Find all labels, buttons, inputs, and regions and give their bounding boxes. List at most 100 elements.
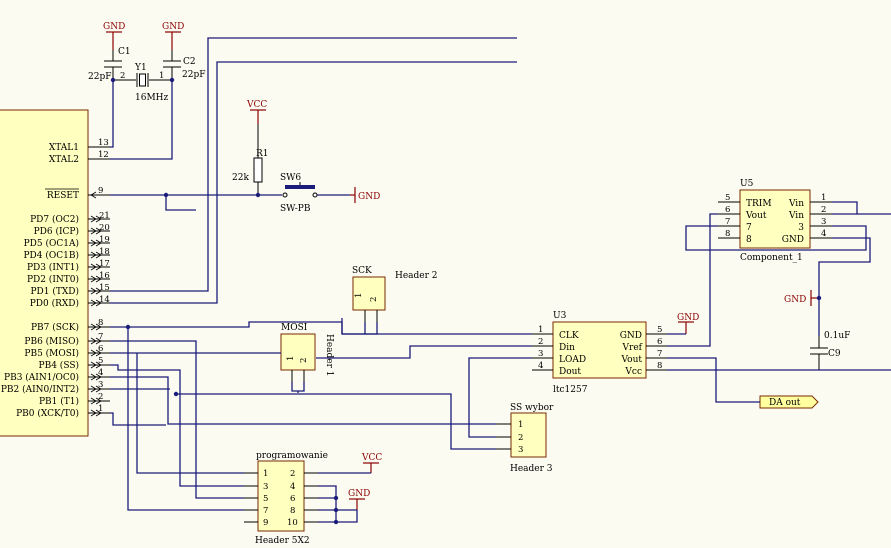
gnd-label: GND bbox=[103, 22, 125, 32]
u3-part: ltc1257 bbox=[553, 385, 588, 395]
header2-designator: SCK bbox=[352, 266, 372, 276]
junction bbox=[125, 324, 131, 330]
header-5x2-programowanie: programowanie Header 5X2 1 2 3 4 5 6 7 8… bbox=[244, 451, 328, 546]
u5-pin-number: 1 bbox=[821, 193, 826, 203]
header5x2-pin: 9 bbox=[263, 518, 268, 528]
wire-mosi-header bbox=[291, 382, 305, 393]
wire-u5-left bbox=[685, 225, 867, 251]
u3-pin-name: Din bbox=[559, 343, 575, 353]
u5-pin-number: 7 bbox=[725, 217, 730, 227]
u5-part: Component_1 bbox=[740, 253, 803, 263]
wire-reset-down bbox=[165, 195, 196, 211]
wire-load bbox=[468, 357, 532, 438]
wire-pd0-bus bbox=[110, 61, 517, 304]
u5-pin-name: GND bbox=[782, 235, 804, 245]
vcc-symbol-r1: VCC bbox=[246, 100, 267, 124]
mcu-pin-name: RESET bbox=[47, 191, 79, 201]
junction bbox=[333, 507, 339, 513]
gnd-symbol-c2: GND bbox=[162, 22, 184, 50]
u5-pin-name: 7 bbox=[746, 223, 752, 233]
wire-pb2 bbox=[110, 388, 496, 450]
mcu-pin-number: 14 bbox=[99, 295, 110, 305]
u5-pin-number: 2 bbox=[821, 205, 826, 215]
header3-title: Header 3 bbox=[510, 464, 553, 474]
vcc-label: VCC bbox=[361, 453, 382, 463]
gnd-symbol-sw: GND bbox=[350, 187, 380, 203]
header5x2-pin: 2 bbox=[290, 469, 295, 479]
u3-pin-number: 7 bbox=[657, 349, 662, 359]
header-3-ss: SS wybor Header 3 1 2 3 bbox=[496, 403, 554, 474]
mcu-pin-number: 19 bbox=[99, 235, 110, 245]
sw6-designator: SW6 bbox=[280, 173, 301, 183]
mcu-pin-number: 4 bbox=[98, 368, 103, 378]
capacitor-c9: 0.1uF C9 bbox=[810, 331, 850, 370]
gnd-symbol-c9: GND bbox=[784, 290, 819, 306]
mcu-pin-name: PD3 (INT1) bbox=[27, 262, 79, 273]
r1-designator: R1 bbox=[256, 149, 269, 159]
u5-pin-name: Vin bbox=[788, 211, 804, 221]
header5x2-pin: 5 bbox=[263, 494, 268, 504]
mcu-pin-name: PB4 (SS) bbox=[39, 360, 79, 371]
mcu-pin-name: PD7 (OC2) bbox=[30, 214, 79, 225]
header5x2-pin: 6 bbox=[290, 494, 295, 504]
mcu-pin-number: 21 bbox=[99, 211, 110, 221]
header5x2-pin: 4 bbox=[290, 482, 295, 492]
u5-pin-number: 3 bbox=[821, 217, 826, 227]
port-da-out: DA out bbox=[759, 395, 819, 409]
mcu-pin-number: 6 bbox=[98, 344, 103, 354]
vcc-symbol-header5x2: VCC bbox=[361, 453, 382, 473]
wire-xtal1 bbox=[110, 80, 114, 148]
u5-pin-name: Vout bbox=[745, 211, 767, 221]
ic-u5: U5 Component_1 TRIM Vout 7 8 5 6 7 8 Vin… bbox=[718, 179, 832, 263]
c1-designator: C1 bbox=[118, 47, 131, 57]
junction bbox=[255, 192, 261, 198]
header5x2-pin: 7 bbox=[263, 506, 268, 516]
mcu-pin-number: 15 bbox=[99, 283, 110, 293]
header3-pin: 1 bbox=[518, 420, 523, 430]
gnd-symbol-header5x2: GND bbox=[348, 489, 370, 510]
mcu-pin-name: PB0 (XCK/T0) bbox=[16, 408, 79, 419]
header3-pin: 3 bbox=[518, 445, 523, 455]
junction bbox=[333, 519, 339, 525]
header1-pin: 2 bbox=[299, 358, 309, 363]
u5-pin-name: TRIM bbox=[746, 199, 772, 209]
u5-pin-name: 8 bbox=[746, 235, 752, 245]
mcu-pin-number: 8 bbox=[98, 318, 103, 328]
mcu-pin-name: PB1 (T1) bbox=[39, 396, 79, 407]
wire-pb6-miso bbox=[110, 340, 244, 499]
mcu-pin-name: PD2 (INT0) bbox=[27, 274, 79, 285]
header5x2-pin: 1 bbox=[263, 469, 268, 479]
u3-pin-name: Vref bbox=[622, 343, 643, 353]
wire-pd1-bus bbox=[110, 37, 517, 292]
mcu-pin-names: XTAL1 XTAL2 RESET PD7 (OC2) PD6 (ICP) PD… bbox=[1, 143, 79, 419]
wire-h5x2-gnd bbox=[318, 485, 358, 523]
capacitor-c1: C1 22pF bbox=[88, 47, 131, 82]
c2-designator: C2 bbox=[183, 57, 196, 67]
header1-designator: MOSI bbox=[281, 323, 308, 333]
c9-value: 0.1uF bbox=[824, 331, 850, 341]
u3-pin-name: GND bbox=[620, 331, 642, 341]
y1-pin-1: 1 bbox=[159, 71, 164, 81]
mcu-pin-name: PD1 (TXD) bbox=[30, 286, 79, 297]
ic-u3: U3 ltc1257 CLK Din LOAD Dout 1 2 3 4 GND… bbox=[532, 311, 667, 395]
u5-pin-number: 4 bbox=[821, 229, 826, 239]
junction bbox=[173, 391, 179, 397]
mcu-pin-name: PB2 (AIN0/INT2) bbox=[1, 384, 79, 395]
mcu-pin-number: 12 bbox=[98, 150, 109, 160]
u3-pin-number: 8 bbox=[657, 361, 662, 371]
mcu-pin-name: PB5 (MOSI) bbox=[24, 348, 79, 359]
header1-title: Header 1 bbox=[324, 334, 334, 377]
resistor-r1: R1 22k bbox=[232, 124, 269, 195]
mcu-pin-leads bbox=[88, 146, 110, 414]
wire-pb4-ss bbox=[110, 364, 244, 487]
u3-pin-name: Dout bbox=[559, 367, 581, 377]
mcu-pin-name: XTAL2 bbox=[49, 155, 79, 165]
header-1-mosi: MOSI Header 1 1 2 bbox=[280, 323, 334, 382]
wire-vout bbox=[667, 357, 760, 403]
u3-pin-name: LOAD bbox=[559, 355, 586, 365]
crystal-y1: Y1 16MHz 2 1 bbox=[113, 63, 172, 103]
mcu-pin-number: 1 bbox=[98, 404, 103, 414]
junction bbox=[333, 495, 339, 501]
mcu-pin-name: PB3 (AIN1/OC0) bbox=[4, 372, 79, 383]
